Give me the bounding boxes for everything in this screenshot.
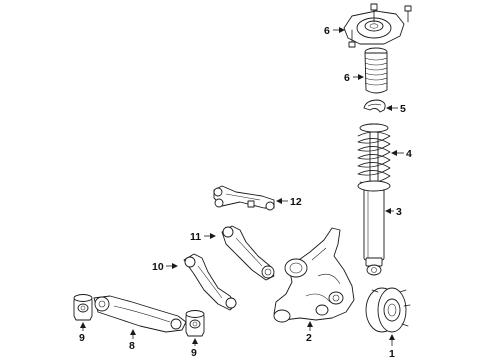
callout-4: 4 bbox=[391, 148, 412, 160]
callout-11: 11 bbox=[190, 231, 216, 243]
svg-text:9: 9 bbox=[191, 347, 197, 359]
spring-seat bbox=[363, 99, 386, 113]
bushing-left bbox=[73, 294, 93, 321]
svg-text:6: 6 bbox=[324, 25, 330, 37]
svg-text:12: 12 bbox=[290, 196, 302, 208]
callout-1: 1 bbox=[389, 334, 395, 360]
svg-text:8: 8 bbox=[129, 340, 135, 352]
svg-text:3: 3 bbox=[396, 206, 402, 218]
upper-control-arm bbox=[213, 185, 275, 211]
lower-control-arm bbox=[93, 295, 187, 333]
bushing-right bbox=[185, 310, 205, 337]
shock-absorber bbox=[363, 183, 385, 276]
svg-text:10: 10 bbox=[152, 261, 164, 273]
svg-text:4: 4 bbox=[406, 148, 412, 160]
lower-link-arm bbox=[183, 253, 237, 311]
callout-6: 6 bbox=[344, 72, 364, 84]
svg-text:9: 9 bbox=[79, 332, 85, 344]
svg-text:11: 11 bbox=[190, 231, 201, 243]
callout-7: 6 bbox=[324, 25, 345, 37]
callout-9-left: 9 bbox=[79, 322, 86, 344]
steering-knuckle bbox=[273, 227, 355, 323]
toe-link-arm bbox=[221, 225, 275, 281]
coil-spring bbox=[357, 123, 391, 192]
callout-9-right: 9 bbox=[191, 338, 198, 359]
callout-3: 3 bbox=[385, 206, 402, 218]
callout-12: 12 bbox=[276, 196, 302, 208]
dust-boot bbox=[364, 47, 388, 94]
callout-8: 8 bbox=[129, 329, 136, 352]
wheel-hub-bearing bbox=[365, 287, 411, 333]
svg-text:1: 1 bbox=[389, 348, 395, 360]
svg-text:6: 6 bbox=[344, 72, 350, 84]
callout-10: 10 bbox=[152, 261, 178, 273]
callout-2: 2 bbox=[306, 321, 313, 344]
callout-5: 5 bbox=[386, 103, 406, 115]
svg-text:5: 5 bbox=[400, 103, 406, 115]
svg-text:2: 2 bbox=[306, 332, 312, 344]
strut-upper-mount bbox=[343, 3, 412, 48]
